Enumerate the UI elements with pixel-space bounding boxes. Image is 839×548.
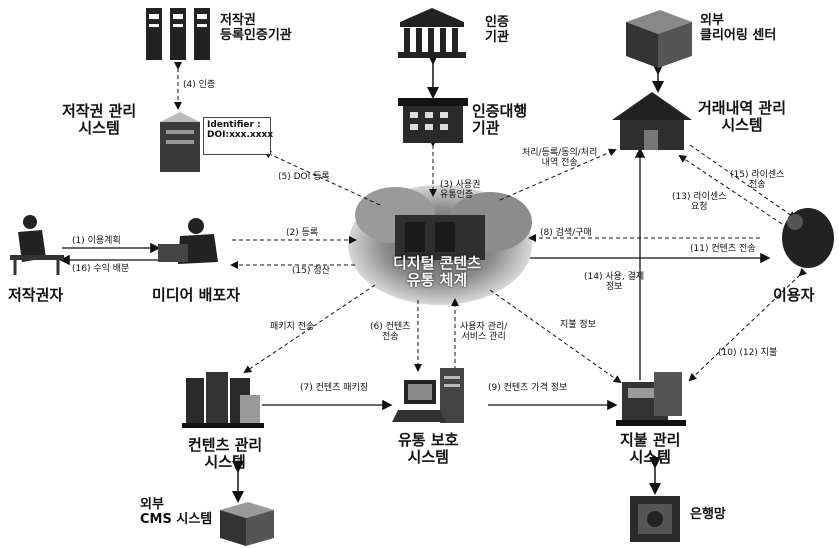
distributor-person-icon — [158, 218, 218, 264]
registry-servers-icon — [146, 8, 210, 60]
edge-label-register: (2) 등록 — [286, 228, 318, 238]
author-label: 저작권자 — [8, 287, 63, 304]
edge-label-revenue: (16) 수익 배분 — [72, 264, 129, 274]
edge-label-mgmt: 사용자 관리/서비스 관리 — [460, 322, 507, 343]
identifier-box: Identifier :DOI:xxx.xxxx — [203, 117, 271, 155]
edge-label-pay-info: 지불 정보 — [560, 320, 596, 330]
transaction-house-icon — [612, 92, 692, 150]
edge-label-content-send: (11) 컨텐츠 전송 — [690, 244, 756, 254]
edge-label-settle: (15) 정산 — [292, 266, 330, 276]
edge-label-doi: (5) DOI 등록 — [278, 172, 330, 182]
edge-label-plan: (1) 이용계획 — [72, 236, 121, 246]
content-system-icon — [182, 372, 264, 428]
user-person-icon — [782, 208, 834, 268]
payment-system-icon — [616, 372, 686, 426]
user-label: 이용자 — [773, 287, 814, 304]
author-person-icon — [10, 215, 64, 275]
protection-system-icon — [392, 368, 464, 423]
distributor-label: 미디어 배포자 — [152, 287, 240, 304]
edge-label-price: (9) 컨텐츠 가격 정보 — [488, 383, 567, 393]
copyright-server-icon — [160, 112, 200, 172]
edge-label-payment: (10) (12) 지불 — [718, 348, 777, 358]
edge-label-package: 패키지 전송 — [270, 322, 314, 332]
bank-safe-icon — [630, 496, 680, 542]
external-cms-box-icon — [220, 502, 274, 546]
edge-label-packaging: (7) 컨텐츠 패키징 — [300, 383, 368, 393]
clearing-center-box-icon — [626, 10, 692, 68]
edge-label-search: (8) 검색/구매 — [540, 228, 592, 238]
cert-agency-building-icon — [398, 98, 468, 143]
bank-label: 은행망 — [690, 508, 726, 523]
cert-authority-building-icon — [398, 8, 466, 58]
edge-label-auth: (4) 인증 — [183, 80, 215, 90]
